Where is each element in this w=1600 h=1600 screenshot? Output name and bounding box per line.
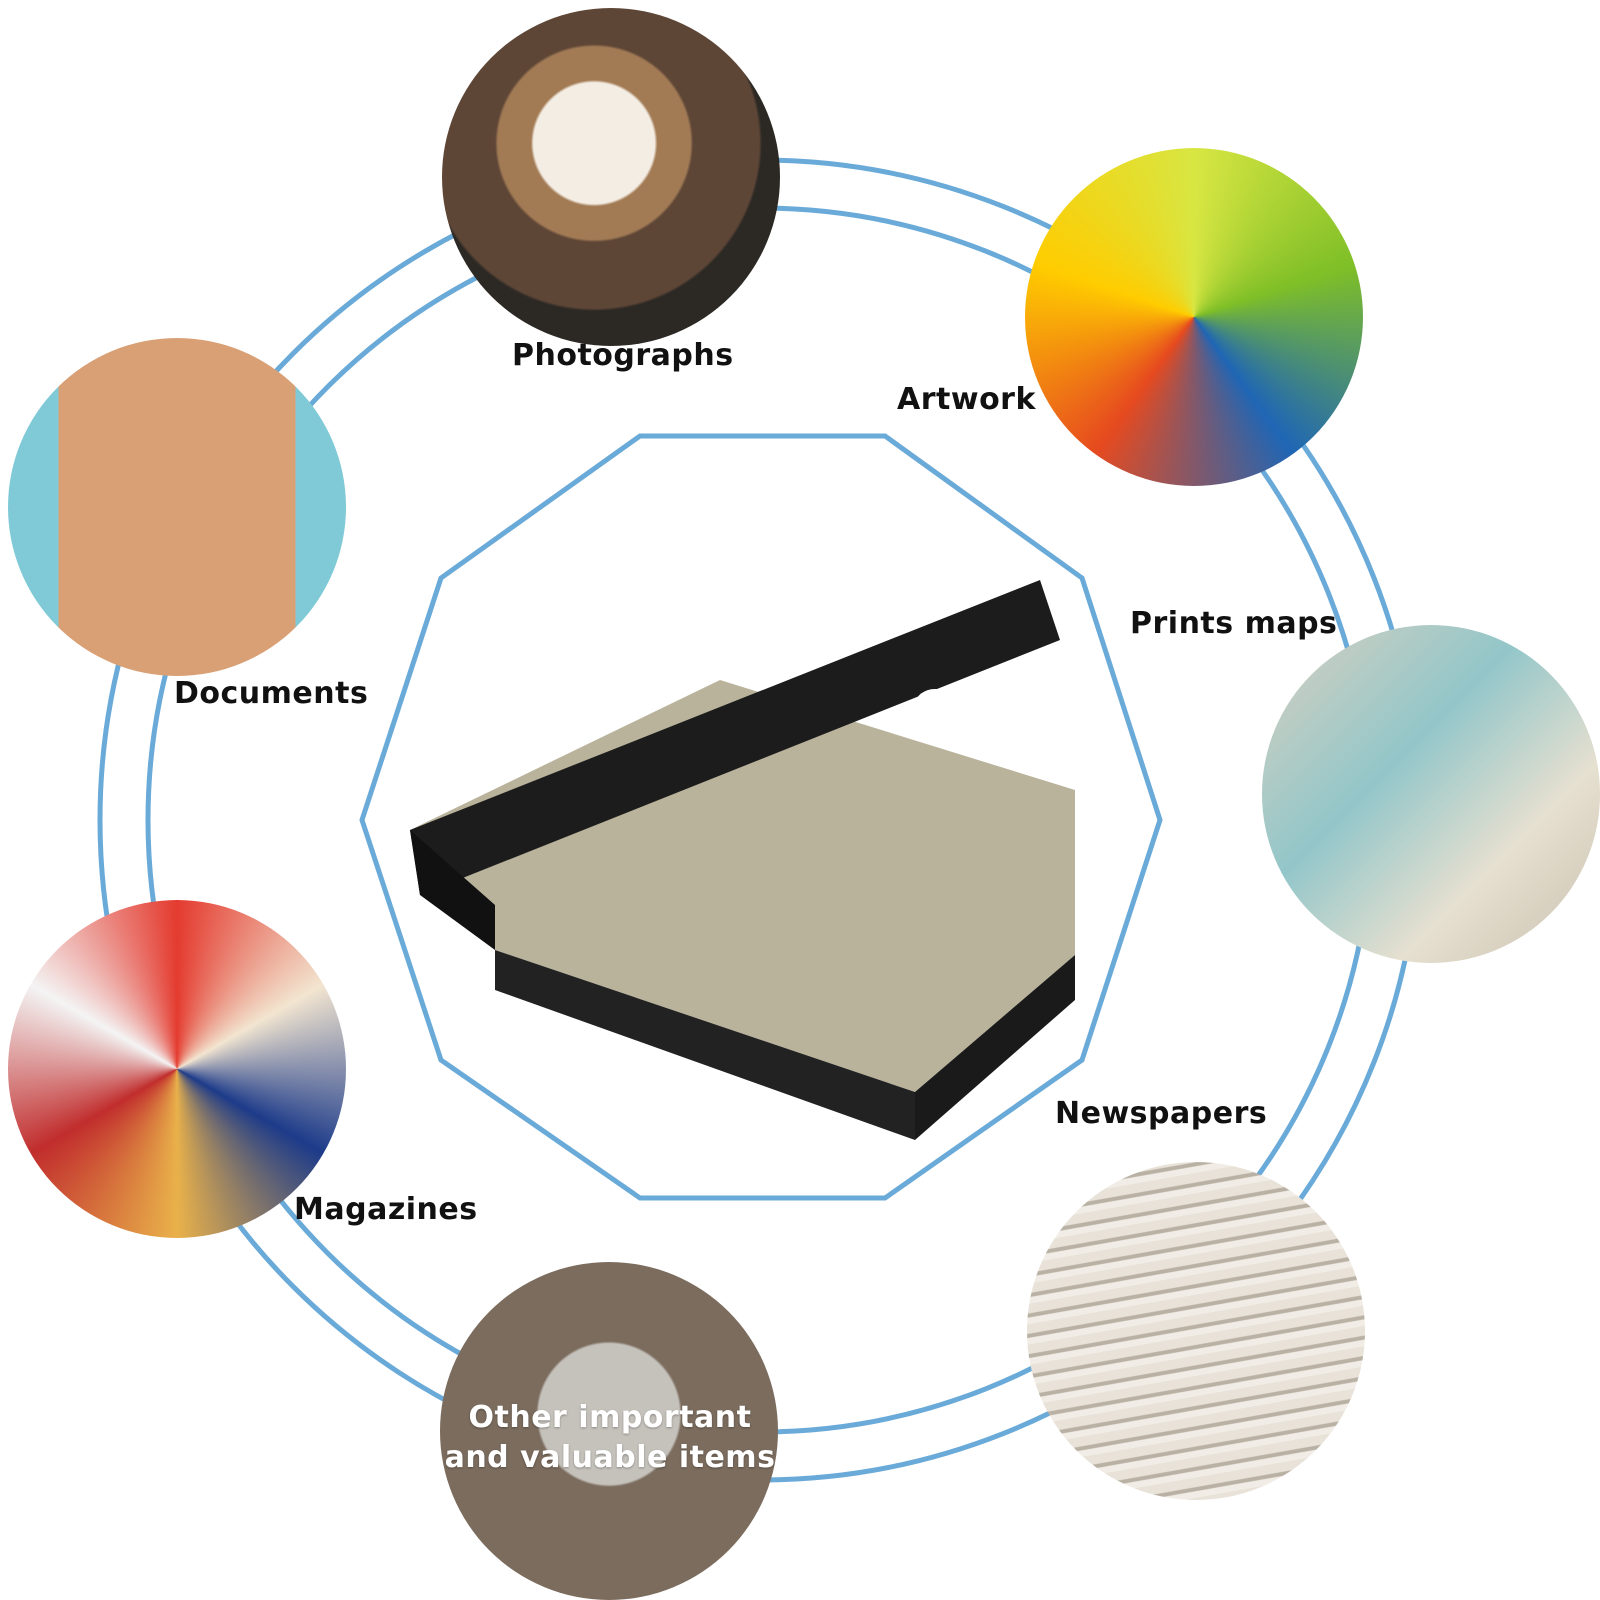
artwork-image [1025,148,1363,486]
documents-image [8,338,346,676]
artwork-label: Artwork [897,382,1036,417]
magazines-image [8,900,346,1238]
other-items-image [440,1262,778,1600]
photographs-label: Photographs [512,338,734,373]
other-items-label-line2: and valuable items [444,1440,776,1475]
magazines-label: Magazines [294,1192,478,1227]
other-items-label: Other important and valuable items [442,1398,778,1478]
photographs-image [442,8,780,346]
storage-box-illustration [410,580,1075,1140]
documents-label: Documents [174,676,369,711]
other-items-label-line1: Other important [468,1400,752,1435]
newspapers-image [1027,1162,1365,1500]
newspapers-label: Newspapers [1055,1096,1268,1131]
prints-maps-image [1262,625,1600,963]
prints-maps-label: Prints maps [1130,606,1338,641]
